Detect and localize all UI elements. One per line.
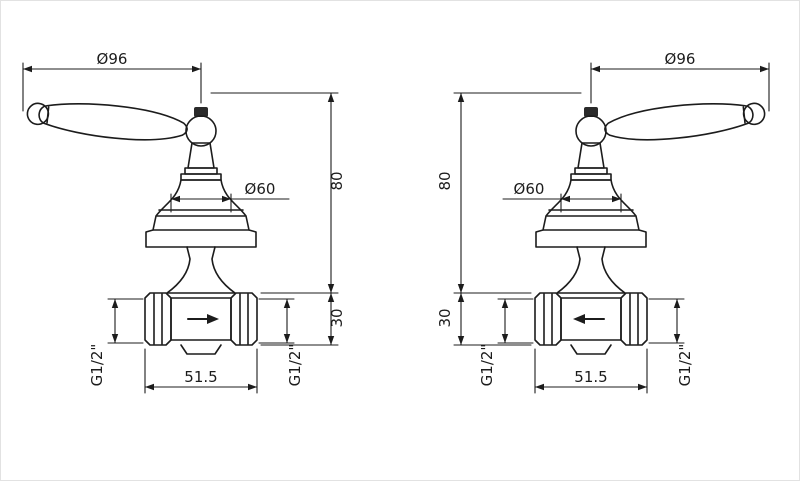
right-thread-left-label: G1/2" <box>478 344 496 387</box>
left-height-label: 80 <box>328 171 346 190</box>
left-thread-left-label: G1/2" <box>88 344 106 387</box>
right-handle-diameter-label: Ø96 <box>665 50 696 68</box>
left-valve-drawing <box>22 62 339 394</box>
left-depth-label: 30 <box>328 308 346 327</box>
right-thread-right-label: G1/2" <box>676 344 694 387</box>
right-depth-label: 30 <box>436 308 454 327</box>
right-rosette-diameter-label: Ø60 <box>514 180 545 198</box>
left-rosette-diameter-label: Ø60 <box>245 180 276 198</box>
right-width-label: 51.5 <box>574 368 607 386</box>
left-handle-diameter-label: Ø96 <box>97 50 128 68</box>
left-width-label: 51.5 <box>184 368 217 386</box>
right-height-label: 80 <box>436 171 454 190</box>
right-valve-drawing <box>453 62 770 394</box>
left-thread-right-label: G1/2" <box>286 344 304 387</box>
